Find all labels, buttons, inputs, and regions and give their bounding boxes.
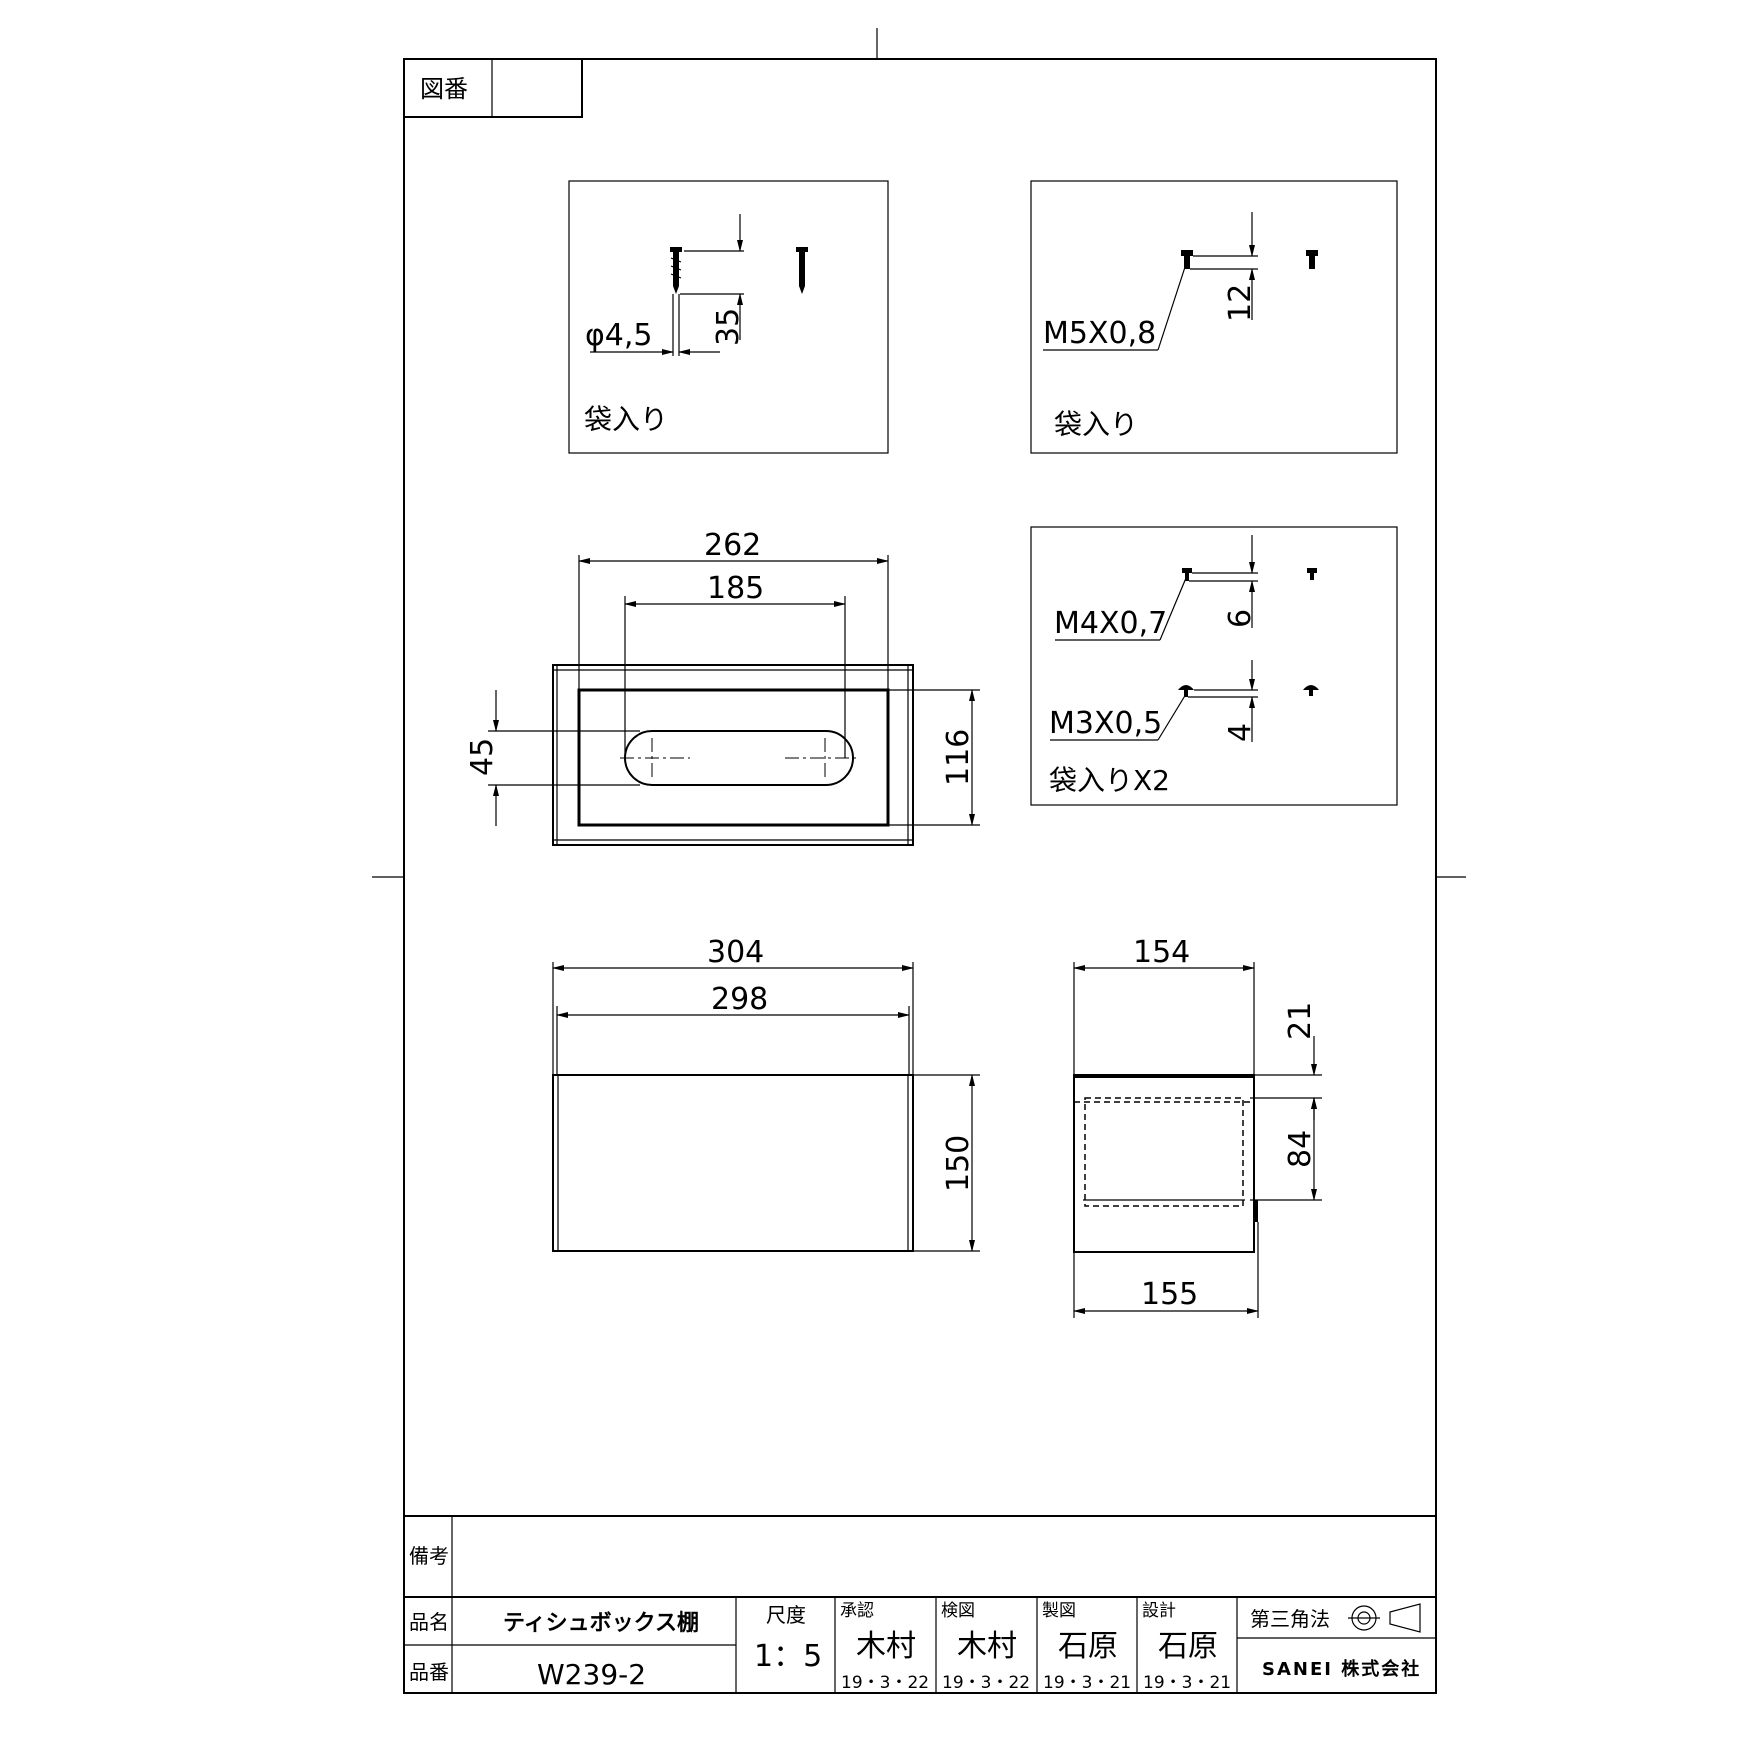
drafted-label: 製図 bbox=[1042, 1601, 1076, 1621]
product-number-label: 品番 bbox=[409, 1660, 449, 1684]
m5-screw-icon bbox=[1181, 250, 1193, 269]
drawing-frame bbox=[403, 58, 1437, 1694]
company-name: SANEI 株式会社 bbox=[1262, 1658, 1421, 1680]
top-view-slot-length-dim: 185 bbox=[707, 571, 764, 606]
wood-screw-icon-2 bbox=[796, 247, 808, 294]
wood-screw-packaging: 袋入り bbox=[584, 403, 668, 436]
front-view-height-dim: 150 bbox=[941, 1135, 976, 1192]
m4-screw-icon-2 bbox=[1307, 568, 1317, 580]
m5-screw-icon-2 bbox=[1306, 250, 1318, 269]
checked-name: 木村 bbox=[957, 1629, 1017, 1664]
front-view: 304 298 150 bbox=[552, 935, 980, 1252]
m3-screw-icon bbox=[1178, 685, 1194, 697]
product-number: W239-2 bbox=[537, 1658, 646, 1691]
m3-screw-length-dim: 4 bbox=[1223, 723, 1258, 742]
title-block: 備考 品名 ティシュボックス棚 品番 W239-2 尺度 1：5 承認 木村 1… bbox=[404, 1515, 1436, 1693]
front-view-inner-width-dim: 298 bbox=[711, 982, 768, 1017]
designed-name: 石原 bbox=[1158, 1629, 1218, 1664]
wood-screw-panel: 35 φ4,5 袋入り bbox=[568, 180, 889, 454]
third-angle-projection-icon bbox=[1348, 1603, 1421, 1633]
scale-value: 1：5 bbox=[754, 1639, 822, 1674]
centering-marks bbox=[372, 28, 1466, 878]
front-view-width-dim: 304 bbox=[707, 935, 764, 970]
m5-screw-panel: 12 M5X0,8 袋入り bbox=[1030, 180, 1398, 454]
approved-label: 承認 bbox=[840, 1601, 874, 1621]
drawing-number-box: 図番 bbox=[403, 58, 583, 118]
side-view-top-depth-dim: 154 bbox=[1133, 935, 1190, 970]
checked-label: 検図 bbox=[941, 1601, 975, 1621]
remarks-label: 備考 bbox=[409, 1544, 449, 1568]
wood-screw-diameter-dim: φ4,5 bbox=[585, 318, 653, 353]
small-screws-panel: 6 M4X0,7 4 M3X0,5 袋入りX2 bbox=[1030, 526, 1398, 806]
top-view-width-dim: 262 bbox=[704, 528, 761, 563]
side-view: 154 21 84 155 bbox=[1073, 935, 1322, 1318]
top-view-depth-dim: 116 bbox=[941, 729, 976, 786]
side-view-bottom-depth-dim: 155 bbox=[1141, 1277, 1198, 1312]
top-view-slot-width-dim: 45 bbox=[465, 738, 500, 776]
approved-date: 19・3・22 bbox=[841, 1673, 929, 1693]
small-screws-packaging: 袋入りX2 bbox=[1049, 764, 1170, 797]
approved-name: 木村 bbox=[856, 1629, 916, 1664]
wood-screw-length-dim: 35 bbox=[711, 308, 746, 346]
m5-screw-thread: M5X0,8 bbox=[1043, 316, 1156, 351]
checked-date: 19・3・22 bbox=[942, 1673, 1030, 1693]
scale-label: 尺度 bbox=[766, 1603, 806, 1627]
projection-label: 第三角法 bbox=[1250, 1607, 1330, 1631]
drafted-date: 19・3・21 bbox=[1043, 1673, 1131, 1693]
m3-screw-thread: M3X0,5 bbox=[1049, 706, 1162, 741]
m4-screw-length-dim: 6 bbox=[1223, 609, 1258, 628]
side-view-inner-height-dim: 84 bbox=[1283, 1130, 1318, 1168]
drafted-name: 石原 bbox=[1058, 1629, 1118, 1664]
m4-screw-icon bbox=[1182, 568, 1192, 581]
m3-screw-icon-2 bbox=[1303, 685, 1319, 696]
m4-screw-thread: M4X0,7 bbox=[1054, 606, 1167, 641]
designed-label: 設計 bbox=[1142, 1601, 1176, 1621]
top-view: 262 185 45 116 bbox=[465, 528, 980, 846]
drawing-number-label: 図番 bbox=[420, 75, 468, 103]
m5-screw-packaging: 袋入り bbox=[1054, 408, 1138, 441]
m5-screw-length-dim: 12 bbox=[1223, 284, 1258, 322]
product-name-label: 品名 bbox=[409, 1610, 449, 1634]
side-view-top-gap-dim: 21 bbox=[1283, 1002, 1318, 1040]
product-name: ティシュボックス棚 bbox=[503, 1611, 699, 1636]
designed-date: 19・3・21 bbox=[1143, 1673, 1231, 1693]
wood-screw-icon bbox=[670, 247, 682, 294]
